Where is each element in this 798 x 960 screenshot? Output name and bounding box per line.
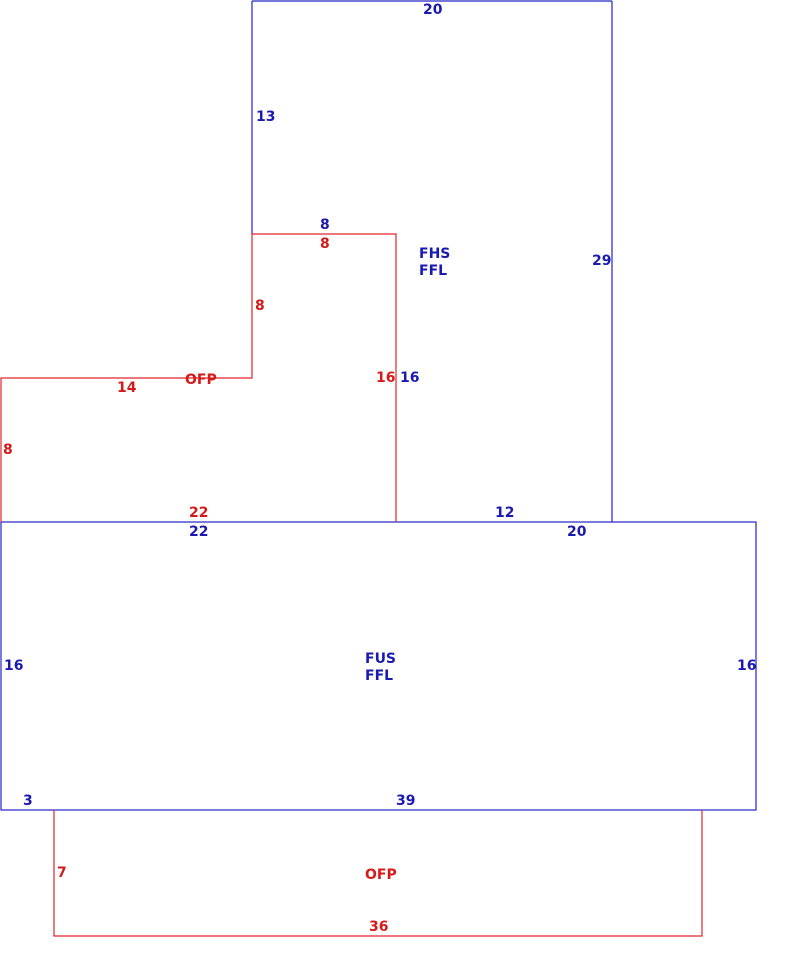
dim-second-story-bottom: 12 [495,505,514,521]
porch-lower-edge [53,810,703,937]
second-story-outline [251,0,613,522]
main-floor-rect [0,521,757,811]
dim-main-floor-right: 16 [737,658,756,674]
dim-second-story-left: 13 [256,109,275,125]
dim-porch-upper-inner: 16 [376,370,395,386]
dim-second-story-top: 20 [423,2,443,18]
dim-second-story-notch-side: 16 [400,370,419,386]
dim-second-story-notch-top: 8 [320,217,330,233]
dim-second-story-right: 29 [592,253,611,269]
porch-lower-outline [53,810,703,937]
dim-porch-upper-top: 8 [320,236,330,252]
porch-upper-outline [0,233,397,522]
dim-main-floor-bottom-left: 3 [23,793,33,809]
dim-porch-upper-step: 8 [255,298,265,314]
second-story-code-1: FHS [419,246,450,262]
second-story-code-2: FFL [419,263,447,279]
dim-porch-lower-side: 7 [57,865,67,881]
dim-porch-upper-ledge: 14 [117,380,137,396]
dim-porch-upper-side: 8 [3,442,13,458]
porch-upper-code: OFP [185,372,217,388]
main-floor-code-1: FUS [365,651,396,667]
dim-main-floor-bottom: 39 [396,793,415,809]
porch-lower-code: OFP [365,867,397,883]
dim-porch-upper-bottom: 22 [189,505,208,521]
dim-porch-lower-bottom: 36 [369,919,388,935]
dim-main-floor-top-left: 22 [189,524,208,540]
dim-main-floor-left: 16 [4,658,23,674]
porch-upper-edge [0,233,397,522]
dim-main-floor-top-right: 20 [567,524,587,540]
main-floor-outline [0,521,757,811]
main-floor-code-2: FFL [365,668,393,684]
